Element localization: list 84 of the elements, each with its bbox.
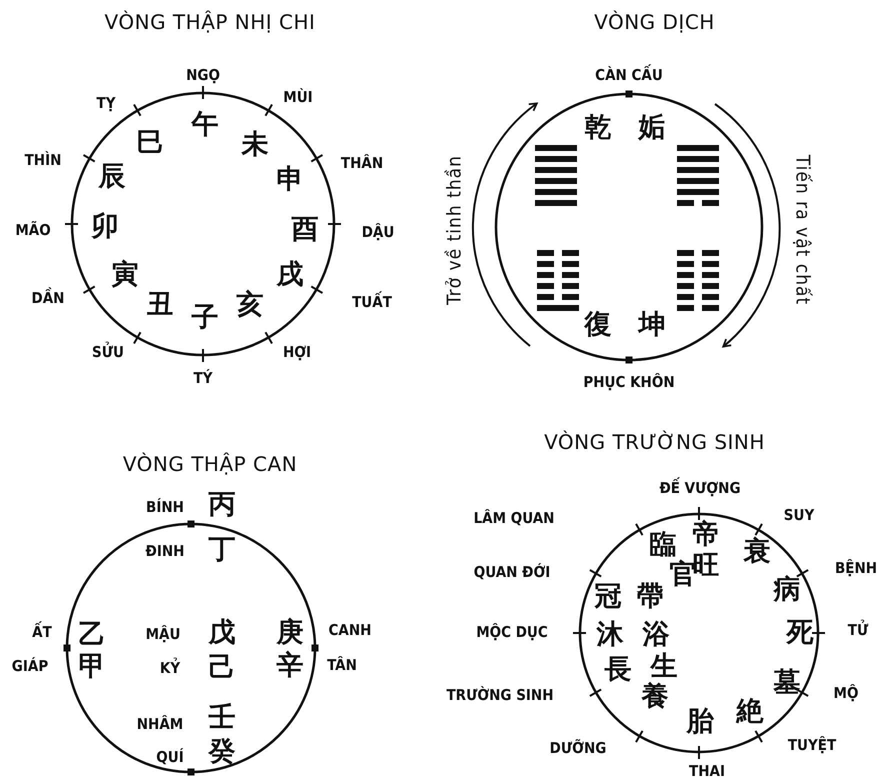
chinese-character: 癸	[208, 737, 236, 767]
chinese-character: 壬	[208, 703, 236, 733]
wheel-label: TÝ	[194, 370, 212, 386]
chinese-character: 卯	[92, 212, 118, 242]
wheel-label: CÀN CẤU	[595, 66, 663, 84]
chinese-character: 乙	[78, 620, 106, 650]
chinese-character: 丁	[208, 535, 236, 565]
wheel-label: KỶ	[160, 660, 180, 676]
chinese-character: 坤	[638, 310, 666, 340]
wheel-label: MÙI	[283, 88, 313, 106]
chinese-character: 亥	[236, 290, 264, 320]
chinese-character: 沐	[596, 620, 624, 650]
wheel-label: MÃO	[15, 222, 51, 238]
wheel-label: TUẤT	[352, 294, 392, 310]
chinese-character: 巳	[136, 128, 164, 158]
wheel-label: DẬU	[362, 224, 394, 240]
chinese-character: 未	[242, 130, 268, 160]
wheel-label: TUYỆT	[788, 736, 836, 754]
chinese-character: 己	[208, 653, 236, 683]
chinese-character: 浴	[642, 620, 670, 650]
chinese-character: 庚	[276, 618, 304, 648]
wheel-label: TÂN	[327, 656, 357, 674]
chinese-character: 墓	[774, 668, 800, 698]
chinese-character: 衰	[744, 537, 770, 567]
chinese-character: 復	[584, 310, 612, 340]
chinese-character: 死	[786, 618, 814, 648]
chinese-character: 子	[192, 303, 218, 333]
chinese-character: 長	[604, 655, 632, 685]
wheel-label: GIÁP	[12, 658, 48, 674]
chinese-character: 養	[642, 682, 668, 712]
chinese-character: 帶	[636, 582, 664, 612]
wheel-title: VÒNG THẬP NHỊ CHI	[104, 10, 316, 34]
wheel-label: TỴ	[96, 94, 116, 112]
wheel-label: QUÍ	[156, 748, 184, 766]
chinese-character: 絶	[736, 697, 764, 727]
wheel-label: PHỤC KHÔN	[583, 374, 675, 390]
wheel-label: ĐINH	[146, 542, 184, 560]
wheel-label: THÌN	[24, 152, 62, 168]
wheel-label: THAI	[689, 762, 725, 780]
chinese-character: 丑	[146, 290, 174, 320]
wheel-label: NGỌ	[186, 66, 220, 84]
wheel-title: VÒNG DỊCH	[593, 10, 716, 34]
chinese-character: 午	[192, 110, 218, 140]
wheel-label: HỢI	[282, 344, 312, 360]
chinese-character: 申	[276, 165, 304, 195]
chinese-character: 生	[650, 652, 678, 682]
chinese-character: 寅	[112, 260, 138, 290]
chinese-character: 辛	[276, 651, 304, 681]
chinese-character: 姤	[638, 113, 666, 143]
wheel-label: TRƯỜNG SINH	[446, 686, 554, 704]
chinese-character: 酉	[292, 215, 318, 245]
wheel-title: VÒNG THẬP CAN	[122, 452, 298, 476]
chinese-character: 甲	[78, 652, 106, 682]
chinese-character: 冠	[594, 582, 622, 612]
wheel-label: DẦN	[32, 290, 64, 306]
chinese-character: 胎	[686, 707, 714, 737]
wheel-label: BÍNH	[146, 498, 184, 516]
wheel-label: CANH	[328, 622, 372, 638]
chinese-character: 臨	[650, 530, 676, 560]
wheel-label: ĐẾ VƯỢNG	[659, 480, 741, 496]
chinese-character: 乾	[584, 113, 612, 143]
chinese-character: 病	[774, 575, 800, 605]
wheel-label: DƯỠNG	[550, 740, 606, 756]
chinese-character: 辰	[98, 162, 126, 192]
chinese-character: 帝	[692, 520, 720, 550]
wheel-label: TỬ	[848, 622, 868, 638]
wheel-label: MỘC DỤC	[476, 624, 548, 640]
wheel-label: Trở về tinh thần	[444, 155, 466, 305]
wheel-label: MẬU	[146, 626, 180, 642]
wheel-label: LÂM QUAN	[474, 510, 554, 526]
wheel-title: VÒNG TRƯỜNG SINH	[543, 430, 766, 454]
wheel-label: Tiến ra vật chất	[792, 154, 812, 306]
wheel-label: THÂN	[340, 154, 384, 172]
wheel-label: SUY	[784, 506, 814, 524]
wheel-label: MỘ	[834, 684, 858, 702]
chinese-character: 丙	[208, 490, 236, 520]
wheel-label: BỆNH	[834, 560, 878, 576]
wheel-label: QUAN ĐỚI	[474, 564, 550, 580]
wheel-label: NHÂM	[136, 716, 184, 732]
chinese-character: 戌	[276, 260, 304, 290]
wheel-label: SỬU	[92, 344, 124, 360]
wheel-label: ẤT	[32, 624, 52, 640]
chinese-character: 戊	[208, 618, 236, 648]
chinese-character: 旺	[692, 551, 720, 581]
